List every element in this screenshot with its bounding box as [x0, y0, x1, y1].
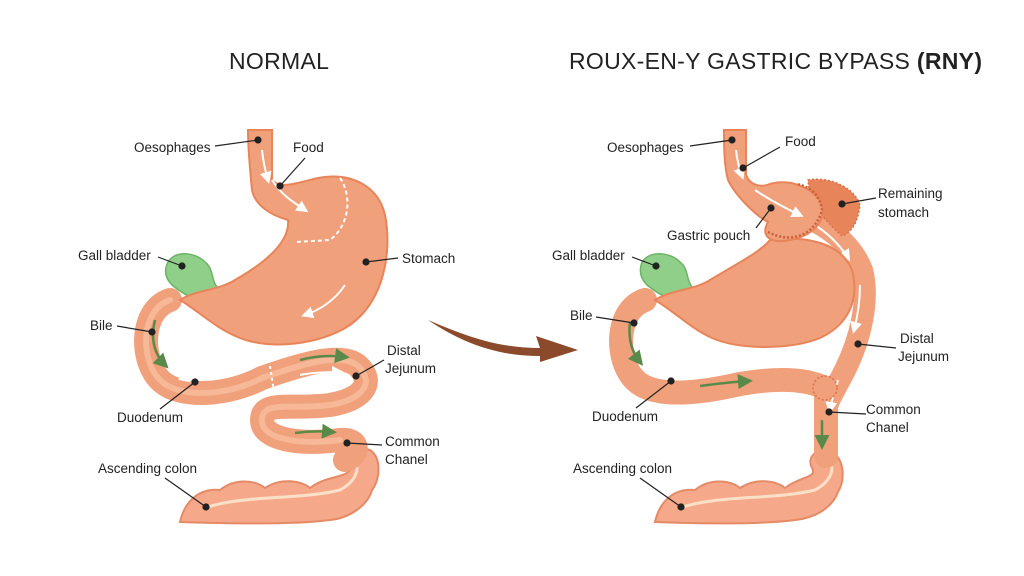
rny-label-bile: Bile	[570, 308, 593, 323]
rny-label-jejunum: Jejunum	[898, 349, 949, 364]
rny-label-chanel: Chanel	[866, 420, 909, 435]
normal-leaders	[116, 136, 399, 511]
rny-ascending-colon	[653, 449, 844, 525]
rny-gastric-pouch-staple	[767, 182, 824, 239]
rny-label-duodenum: Duodenum	[592, 409, 658, 424]
title-rny-abbr: (RNY)	[916, 48, 983, 74]
rny-biliopancreatic-limb	[609, 288, 837, 405]
rny-label-remaining: Remaining	[878, 186, 943, 201]
normal-small-intestine	[134, 288, 378, 472]
rny-anatomy	[609, 129, 876, 525]
rny-label-gastric-pouch: Gastric pouch	[667, 228, 750, 243]
normal-anatomy	[134, 129, 389, 525]
title-rny-main: ROUX-EN-Y GASTRIC BYPASS	[569, 48, 911, 74]
rny-label-distal: Distal	[900, 331, 934, 346]
normal-label-chanel: Chanel	[385, 452, 428, 467]
normal-label-food: Food	[293, 140, 324, 155]
title-normal: NORMAL	[229, 48, 330, 74]
rny-label-gall-bladder: Gall bladder	[552, 248, 625, 263]
normal-label-common: Common	[385, 434, 440, 449]
rny-remaining-stomach-body	[653, 237, 856, 348]
normal-label-stomach: Stomach	[402, 251, 455, 266]
rny-leaders	[595, 136, 897, 511]
rny-label-oesophages: Oesophages	[607, 140, 684, 155]
title-rny: ROUX-EN-Y GASTRIC BYPASS (RNY)	[569, 48, 982, 75]
rny-label-ascending-colon: Ascending colon	[573, 461, 672, 476]
rny-label-common: Common	[866, 402, 921, 417]
normal-label-gall-bladder: Gall bladder	[78, 248, 151, 263]
normal-label-duodenum: Duodenum	[117, 410, 183, 425]
transition-arrow	[428, 320, 578, 362]
rny-label-remaining-stomach: stomach	[878, 205, 929, 220]
normal-label-distal: Distal	[387, 343, 421, 358]
normal-label-jejunum: Jejunum	[385, 361, 436, 376]
normal-label-ascending-colon: Ascending colon	[98, 461, 197, 476]
rny-label-food: Food	[785, 134, 816, 149]
normal-label-bile: Bile	[90, 318, 113, 333]
normal-label-oesophages: Oesophages	[134, 140, 211, 155]
normal-stomach	[178, 129, 389, 346]
